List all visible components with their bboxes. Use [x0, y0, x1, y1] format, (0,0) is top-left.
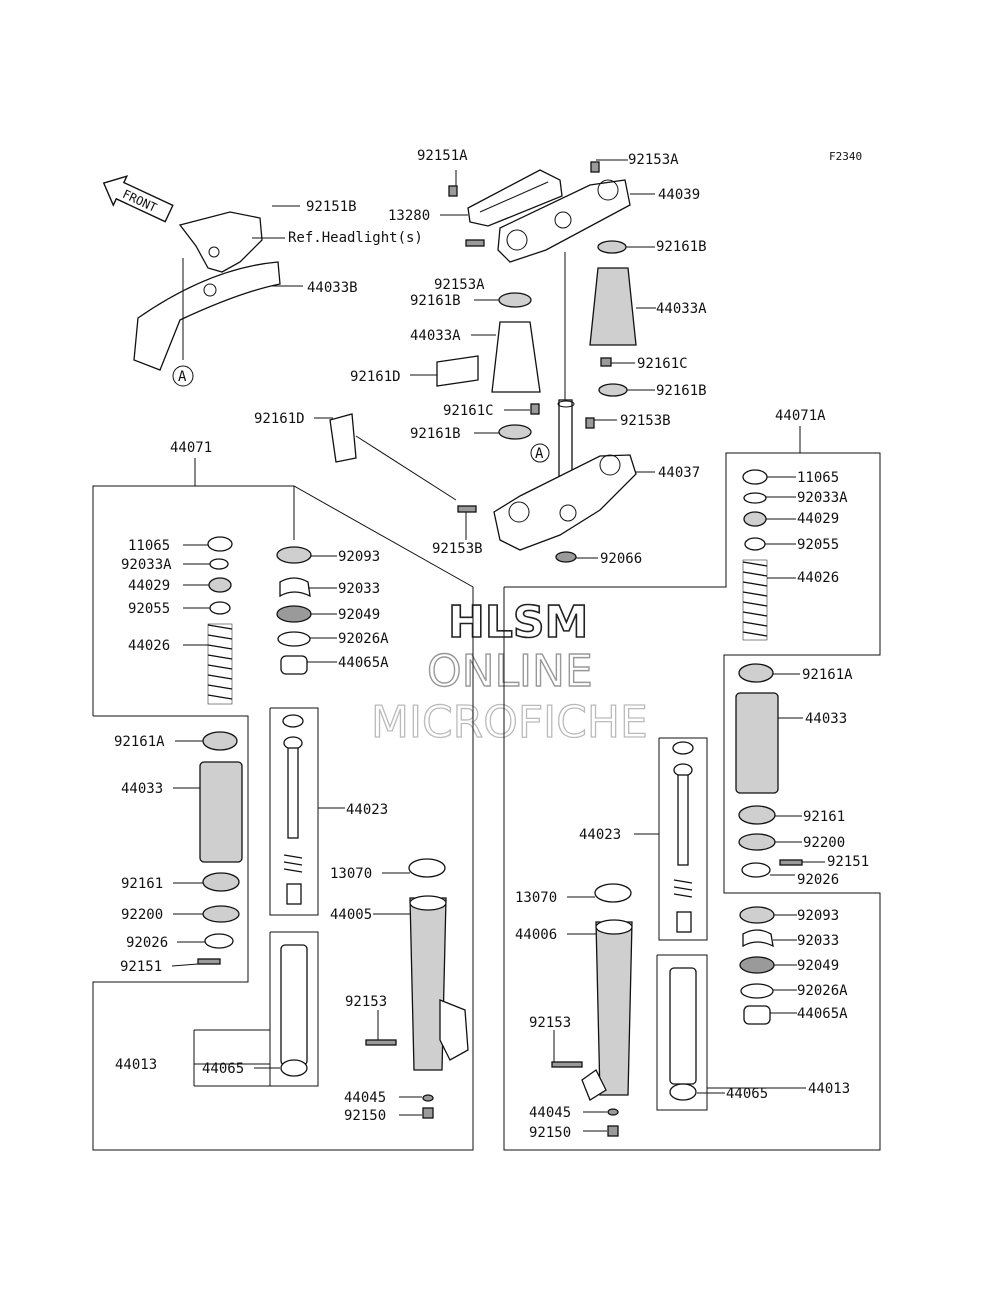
left-label-44033: 44033 [121, 781, 163, 797]
left-label-44023: 44023 [346, 802, 388, 818]
left-label-44045: 44045 [344, 1090, 386, 1106]
right-label-44029: 44029 [797, 511, 839, 527]
left-label-92033: 92033 [338, 581, 380, 597]
label-92161C-1: 92161C [637, 356, 688, 372]
right-label-92093: 92093 [797, 908, 839, 924]
marker-a2-label: A [535, 446, 544, 462]
ref-headlight-label: Ref.Headlight(s) [288, 230, 423, 246]
left-label-92055: 92055 [128, 601, 170, 617]
label-44033B: 44033B [307, 280, 358, 296]
label-92066: 92066 [600, 551, 642, 567]
right-label-92033A: 92033A [797, 490, 848, 506]
left-label-11065: 11065 [128, 538, 170, 554]
label-44037: 44037 [658, 465, 700, 481]
right-label-92150: 92150 [529, 1125, 571, 1141]
left-fork-parts [171, 536, 469, 1119]
upper-clamp-assembly: A [314, 159, 656, 563]
right-label-92026: 92026 [797, 872, 839, 888]
watermark-line1: HLSM [448, 597, 588, 648]
label-44071: 44071 [170, 440, 212, 456]
marker-a2-circle [530, 443, 550, 463]
right-label-44006: 44006 [515, 927, 557, 943]
right-label-44045: 44045 [529, 1105, 571, 1121]
left-label-44013: 44013 [115, 1057, 157, 1073]
label-92161B-1: 92161B [656, 239, 707, 255]
label-44033A-2: 44033A [410, 328, 461, 344]
label-92161C-2: 92161C [443, 403, 494, 419]
right-label-92026A: 92026A [797, 983, 848, 999]
label-92153A-top: 92153A [628, 152, 679, 168]
left-label-44005: 44005 [330, 907, 372, 923]
label-92151A: 92151A [417, 148, 468, 164]
left-label-92093: 92093 [338, 549, 380, 565]
label-92151B: 92151B [306, 199, 357, 215]
left-label-92026: 92026 [126, 935, 168, 951]
right-label-92055: 92055 [797, 537, 839, 553]
right-label-44023: 44023 [579, 827, 621, 843]
label-92153A-2: 92153A [434, 277, 485, 293]
label-92161B-3: 92161B [656, 383, 707, 399]
right-label-92161A: 92161A [802, 667, 853, 683]
right-label-92153: 92153 [529, 1015, 571, 1031]
right-label-92200: 92200 [803, 835, 845, 851]
headlight-bracket: A [133, 205, 303, 387]
left-label-92150: 92150 [344, 1108, 386, 1124]
label-92161D-2: 92161D [254, 411, 305, 427]
marker-a-circle [172, 365, 194, 387]
label-92161B-4: 92161B [410, 426, 461, 442]
label-92161D-1: 92161D [350, 369, 401, 385]
marker-a-label: A [178, 369, 187, 385]
left-label-44065A: 44065A [338, 655, 389, 671]
right-label-92049: 92049 [797, 958, 839, 974]
right-label-44033: 44033 [805, 711, 847, 727]
label-92161B-2: 92161B [410, 293, 461, 309]
label-44039: 44039 [658, 187, 700, 203]
left-label-92049: 92049 [338, 607, 380, 623]
right-fork-parts [551, 469, 825, 1137]
right-label-44026: 44026 [797, 570, 839, 586]
right-label-44065A: 44065A [797, 1006, 848, 1022]
watermark: HLSM ONLINE MICROFICHE [370, 596, 648, 748]
watermark-line3: MICROFICHE [371, 697, 648, 748]
right-label-92161: 92161 [803, 809, 845, 825]
label-92153B-1: 92153B [620, 413, 671, 429]
figure-code: F2340 [829, 150, 862, 163]
left-label-92026A: 92026A [338, 631, 389, 647]
right-label-13070: 13070 [515, 890, 557, 906]
left-label-92161A: 92161A [114, 734, 165, 750]
right-label-44065: 44065 [726, 1086, 768, 1102]
label-44033A-1: 44033A [656, 301, 707, 317]
left-label-44026: 44026 [128, 638, 170, 654]
right-label-92033: 92033 [797, 933, 839, 949]
left-label-13070: 13070 [330, 866, 372, 882]
right-label-92151: 92151 [827, 854, 869, 870]
right-label-44013: 44013 [808, 1081, 850, 1097]
right-label-11065: 11065 [797, 470, 839, 486]
left-label-44029: 44029 [128, 578, 170, 594]
watermark-line2: ONLINE [427, 646, 593, 697]
left-label-44065: 44065 [202, 1061, 244, 1077]
left-label-92033A: 92033A [121, 557, 172, 573]
left-label-92200: 92200 [121, 907, 163, 923]
label-13280: 13280 [388, 208, 430, 224]
left-label-92151: 92151 [120, 959, 162, 975]
left-label-92161: 92161 [121, 876, 163, 892]
label-92153B-2: 92153B [432, 541, 483, 557]
left-label-92153: 92153 [345, 994, 387, 1010]
label-44071A: 44071A [775, 408, 826, 424]
front-arrow-icon: FRONT [102, 175, 174, 223]
